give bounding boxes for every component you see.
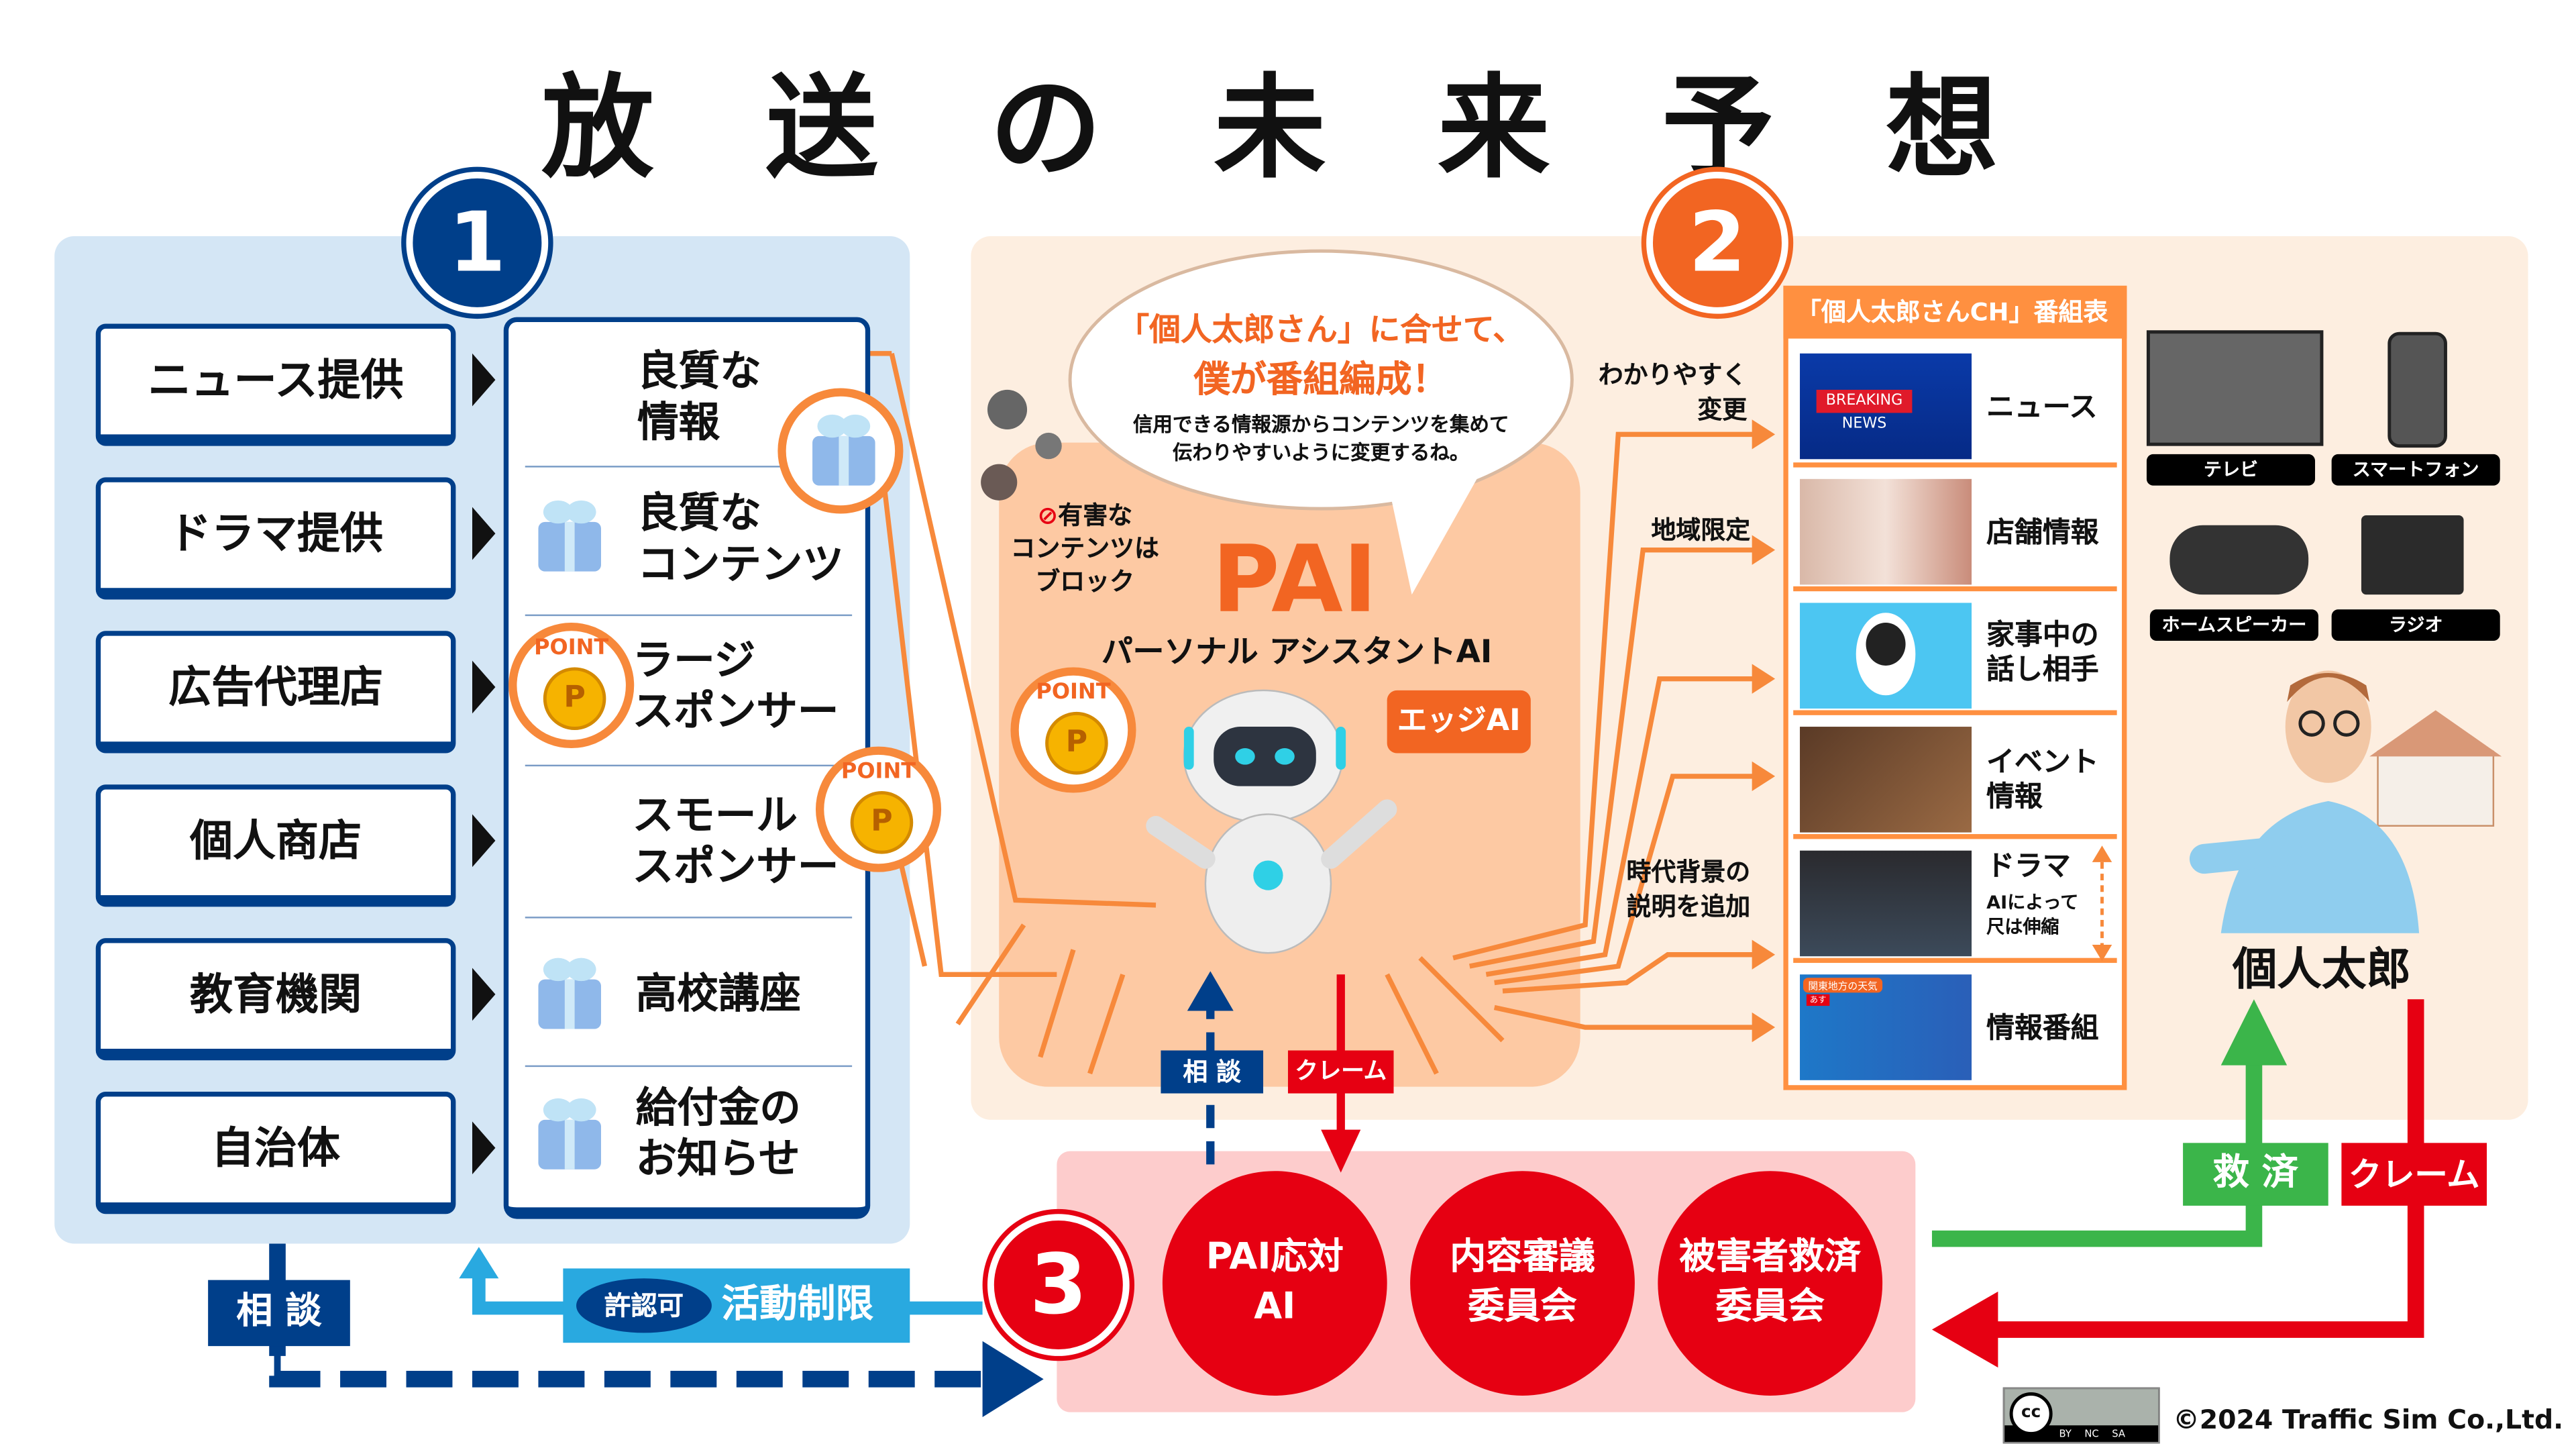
schedule-row[interactable] [1793, 591, 2117, 715]
content-quality-content: 良質なコンテンツ [637, 488, 844, 588]
person-name: 個人太郎 [2232, 944, 2411, 996]
device-tv: テレビ [2146, 454, 2316, 486]
robot-icon [1146, 689, 1397, 954]
prohibited-icon: ⊘ [1037, 500, 1059, 531]
provider-education: 教育機関 [95, 938, 456, 1061]
content-quality-info: 良質な情報 [637, 346, 761, 446]
arrow-event [1494, 774, 1759, 986]
schedule-row[interactable] [1793, 344, 2117, 468]
length-adjust-arrow-icon [2092, 845, 2112, 962]
consult-tag: 相 談 [1161, 1050, 1264, 1094]
smartphone-icon [2387, 331, 2447, 448]
harmful-block-text: ⊘有害な コンテンツはブロック [1010, 500, 1160, 597]
store-thumbnail [1800, 478, 1972, 585]
program-drama: ドラマ AIによって尺は伸縮 [1986, 850, 2079, 939]
schedule-row[interactable] [1793, 715, 2117, 839]
gift-icon [538, 500, 601, 572]
arrow-right-icon [472, 814, 496, 868]
claim-tag: クレーム [1287, 1050, 1394, 1094]
edge-ai-badge: エッジAI [1387, 690, 1531, 754]
arrow-drama [1502, 952, 1759, 994]
content-benefit-notice: 給付金のお知らせ [635, 1083, 801, 1183]
device-smartphone: スマートフォン [2331, 454, 2500, 486]
program-news: ニュース [1986, 391, 2098, 425]
gift-highlight [777, 388, 904, 514]
person-avatar [2189, 670, 2502, 933]
gift-icon [812, 414, 875, 486]
program-info: 情報番組 [1986, 1012, 2099, 1046]
content-high-school-lecture: 高校講座 [635, 969, 801, 1018]
gift-icon [538, 957, 601, 1029]
schedule-header: 「個人太郎さんCH」番組表 [1783, 285, 2127, 339]
arrow-news [1452, 431, 1759, 961]
radio-icon [2361, 515, 2464, 595]
program-store-info: 店舗情報 [1986, 517, 2099, 550]
arrow-right-icon [472, 968, 496, 1021]
label-easy-change: わかりやすく変更 [1598, 360, 1748, 425]
divider [525, 764, 853, 767]
arrow-right-icon [472, 660, 496, 714]
page-title: 放 送 の 未 来 予 想 [541, 64, 2035, 195]
divider [525, 614, 853, 617]
content-small-sponsor: スモールスポンサー [632, 791, 839, 890]
label-local: 地域限定 [1651, 515, 1751, 546]
divider [525, 1065, 853, 1068]
section-1-number: 1 [406, 171, 549, 314]
label-era-context: 時代背景の説明を追加 [1626, 857, 1751, 922]
virus-icon [981, 389, 1062, 501]
home-speaker-icon [2169, 525, 2309, 595]
arrow-right-icon [472, 353, 496, 407]
drama-thumbnail [1800, 850, 1972, 957]
bubble-text: 「個人太郎さん」に合せて、 僕が番組編成！ 信用できる情報源からコンテンツを集め… [1118, 312, 1525, 464]
section-3-number: 3 [987, 1214, 1130, 1356]
chat-thumbnail [1800, 603, 1972, 709]
gift-icon [538, 1098, 601, 1170]
speech-bubble [1068, 249, 1574, 595]
content-large-sponsor: ラージスポンサー [632, 635, 839, 735]
provider-drama: ドラマ提供 [95, 477, 456, 600]
program-chat: 家事中の話し相手 [1986, 619, 2099, 687]
arrow-right-icon [472, 1121, 496, 1175]
tv-icon [2146, 330, 2324, 446]
claim-tag-right: クレーム [2341, 1143, 2487, 1206]
schedule-row[interactable] [1793, 468, 2117, 592]
provider-news: ニュース提供 [95, 323, 456, 446]
arrow-store [1469, 547, 1759, 969]
content-review-committee: 内容審議委員会 [1410, 1171, 1635, 1396]
consult-tag-bottom: 相 談 [208, 1280, 350, 1347]
event-thumbnail [1800, 727, 1972, 833]
pai-subtitle: パーソナル アシスタントAI [1101, 634, 1493, 671]
schedule-row[interactable] [1793, 839, 2117, 964]
victim-relief-committee: 被害者救済委員会 [1658, 1171, 1883, 1396]
divider [525, 466, 853, 468]
arrow-info [1493, 1004, 1759, 1030]
relief-tag: 救 済 [2183, 1143, 2328, 1206]
device-home-speaker: ホームスピーカー [2149, 609, 2318, 641]
license-restriction-box: 許認可 活動制限 [563, 1268, 910, 1343]
divider [525, 917, 853, 919]
license-badge: 許認可 [576, 1278, 712, 1333]
copyright: ©2024 Traffic Sim Co.,Ltd. [2173, 1404, 2564, 1436]
provider-municipality: 自治体 [95, 1092, 456, 1214]
arrow-chat [1485, 676, 1759, 977]
activity-restriction: 活動制限 [721, 1283, 874, 1327]
program-event: イベント情報 [1986, 746, 2099, 815]
device-radio: ラジオ [2331, 609, 2500, 641]
weather-thumbnail: 関東地方の天気 あす [1800, 974, 1972, 1080]
pai-title: PAI [1212, 527, 1378, 635]
provider-ad-agency: 広告代理店 [95, 631, 456, 754]
provider-local-shop: 個人商店 [95, 784, 456, 907]
section-2-number: 2 [1646, 171, 1788, 314]
cc-license-icon: cc BY NC SA [2002, 1387, 2160, 1444]
arrow-right-icon [472, 507, 496, 560]
news-thumbnail: BREAKING NEWS [1800, 353, 1972, 460]
